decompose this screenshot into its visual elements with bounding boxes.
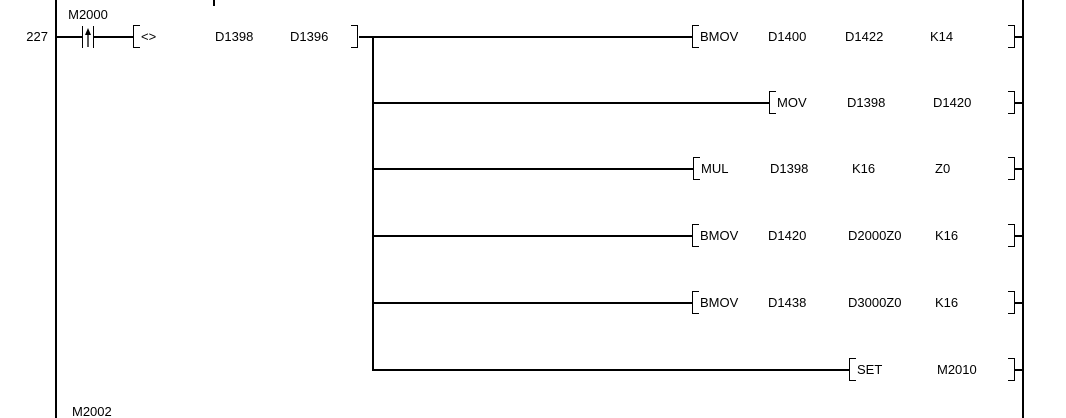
instruction-mnemonic: MOV: [777, 95, 807, 110]
open-bracket: [849, 358, 856, 381]
contact-label: M2000: [68, 7, 108, 22]
close-bracket: [1008, 25, 1015, 48]
open-bracket: [769, 91, 776, 114]
instruction-operand: D1400: [768, 29, 807, 44]
compare-operand: D1398: [215, 29, 254, 44]
next-rung-contact-label: M2002: [72, 404, 112, 418]
branch-vertical-line: [372, 36, 374, 371]
open-bracket: [693, 157, 700, 180]
rung-line: [1015, 369, 1022, 371]
rung-line: [94, 36, 134, 38]
contact-bar: [81, 26, 83, 48]
close-bracket: [1008, 157, 1015, 180]
instruction-operand: D1438: [768, 295, 807, 310]
instruction-operand: M2010: [937, 362, 977, 377]
instruction-operand: D3000Z0: [848, 295, 902, 310]
rung-line: [372, 235, 692, 237]
instruction-operand: K14: [930, 29, 954, 44]
instruction-operand: D1420: [768, 228, 807, 243]
open-bracket: [133, 25, 140, 48]
rung-line: [1015, 36, 1022, 38]
instruction-mnemonic: MUL: [701, 161, 729, 176]
close-bracket: [1008, 224, 1015, 247]
instruction-operand: K16: [852, 161, 876, 176]
compare-operand: D1396: [290, 29, 329, 44]
pulse-up-arrow-icon: [85, 28, 91, 47]
rung-line: [372, 168, 693, 170]
instruction-operand: D1422: [845, 29, 884, 44]
close-bracket: [1008, 358, 1015, 381]
rung-line: [372, 102, 769, 104]
rung-line: [372, 302, 692, 304]
rung-line: [1015, 102, 1022, 104]
close-bracket: [1008, 291, 1015, 314]
instruction-operand: D1420: [933, 95, 972, 110]
open-bracket: [692, 25, 699, 48]
instruction-mnemonic: SET: [857, 362, 883, 377]
instruction-operand: Z0: [935, 161, 951, 176]
instruction-operand: K16: [935, 295, 959, 310]
instruction-operand: K16: [935, 228, 959, 243]
rung-line: [55, 36, 82, 38]
compare-operator: <>: [141, 29, 157, 44]
open-bracket: [692, 291, 699, 314]
instruction-mnemonic: BMOV: [700, 295, 739, 310]
rung-line: [372, 369, 849, 371]
open-bracket: [692, 224, 699, 247]
close-bracket: [351, 25, 358, 48]
contact-bar: [92, 26, 94, 48]
rung-step-number: 227: [26, 29, 48, 44]
rung-line: [1015, 168, 1022, 170]
instruction-operand: D1398: [770, 161, 809, 176]
close-bracket: [1008, 91, 1015, 114]
instruction-mnemonic: BMOV: [700, 29, 739, 44]
previous-rung-line-remnant: [213, 0, 215, 6]
rung-line: [1015, 302, 1022, 304]
rung-line: [359, 36, 692, 38]
instruction-operand: D1398: [847, 95, 886, 110]
instruction-mnemonic: BMOV: [700, 228, 739, 243]
right-power-rail: [1022, 0, 1024, 418]
instruction-operand: D2000Z0: [848, 228, 902, 243]
rung-line: [1015, 235, 1022, 237]
left-power-rail: [55, 0, 57, 418]
